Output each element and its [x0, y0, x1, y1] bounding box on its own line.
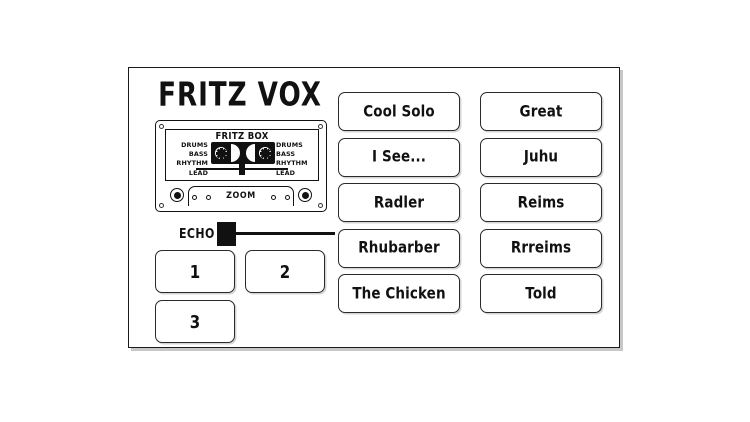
number-button-label: 1: [189, 260, 201, 283]
cassette-window: [211, 142, 275, 164]
zoom-label: ZOOM: [226, 190, 256, 201]
track-label-rhythm: RHYTHM: [176, 159, 208, 168]
phrase-button-label: Told: [525, 284, 557, 303]
app-window: FRITZ VOX FRITZ BOX DRUMS BASS RHYTHM LE…: [128, 67, 620, 348]
track-label-lead: LEAD: [188, 168, 208, 177]
cassette-notch: [188, 186, 294, 206]
number-button-3[interactable]: 3: [155, 300, 235, 343]
track-label-bass: BASS: [188, 150, 208, 159]
number-button-2[interactable]: 2: [245, 250, 325, 293]
tape-reel-left-icon: [231, 144, 240, 162]
phrase-button-great[interactable]: Great: [480, 92, 602, 131]
cassette-label-title: FRITZ BOX: [215, 131, 269, 143]
phrase-button-label: Radler: [373, 193, 425, 212]
phrase-button-juhu[interactable]: Juhu: [480, 137, 602, 177]
track-label-lead: LEAD: [276, 168, 296, 177]
cassette-pin-icon: [192, 195, 197, 200]
reel-hole-left-icon: [170, 188, 184, 202]
number-button-1[interactable]: 1: [155, 250, 235, 293]
track-label-drums: DRUMS: [276, 141, 303, 149]
screw-icon: [318, 203, 323, 208]
cassette-label: FRITZ BOX DRUMS BASS RHYTHM LEAD DRUMS B…: [165, 129, 319, 181]
cassette-pin-icon: [206, 195, 211, 200]
cassette-balance-slider[interactable]: [196, 164, 288, 175]
phrase-button-grid: Cool Solo Great I See... Juhu Radler Rei…: [338, 92, 602, 313]
track-label-bass: BASS: [276, 150, 296, 159]
cassette-pin-icon: [271, 195, 276, 200]
phrase-button-label: Reims: [517, 193, 565, 212]
screw-icon: [318, 124, 323, 129]
phrase-button-rhubarber[interactable]: Rhubarber: [338, 228, 460, 268]
track-label-drums: DRUMS: [181, 141, 208, 149]
page-title: FRITZ VOX: [158, 76, 322, 115]
left-control-panel: FRITZ VOX FRITZ BOX DRUMS BASS RHYTHM LE…: [151, 74, 341, 343]
echo-slider-track[interactable]: [219, 232, 335, 236]
echo-slider-handle[interactable]: [217, 222, 236, 246]
tape-reel-right-icon: [246, 144, 255, 162]
phrase-button-label: Great: [519, 102, 563, 121]
number-button-label: 3: [189, 310, 201, 333]
cassette-pin-icon: [285, 195, 290, 200]
phrase-button-label: Juhu: [523, 147, 559, 167]
phrase-button-label: The Chicken: [352, 284, 446, 303]
reel-hub-right-icon: [257, 145, 273, 161]
phrase-button-told[interactable]: Told: [480, 274, 602, 313]
echo-label: ECHO: [179, 226, 215, 242]
phrase-button-label: Cool Solo: [363, 102, 435, 121]
reel-hole-right-icon: [298, 188, 312, 202]
phrase-button-label: Rhubarber: [358, 238, 440, 258]
phrase-button-label: Rrreims: [510, 238, 572, 258]
cassette-body: FRITZ BOX DRUMS BASS RHYTHM LEAD DRUMS B…: [155, 120, 327, 212]
echo-slider-row: ECHO: [155, 221, 341, 247]
phrase-button-radler[interactable]: Radler: [338, 183, 460, 222]
track-label-rhythm: RHYTHM: [276, 159, 308, 168]
phrase-button-cool-solo[interactable]: Cool Solo: [338, 92, 460, 131]
cassette-bottom: ZOOM: [164, 184, 318, 208]
track-list-left: DRUMS BASS RHYTHM LEAD: [168, 141, 208, 178]
phrase-button-reims[interactable]: Reims: [480, 183, 602, 222]
cassette-graphic: FRITZ BOX DRUMS BASS RHYTHM LEAD DRUMS B…: [155, 120, 327, 212]
phrase-button-i-see[interactable]: I See...: [338, 137, 460, 177]
number-button-label: 2: [279, 260, 291, 283]
phrase-button-label: I See...: [372, 147, 426, 167]
phrase-button-the-chicken[interactable]: The Chicken: [338, 274, 460, 313]
screw-icon: [159, 124, 164, 129]
reel-hub-left-icon: [213, 145, 229, 161]
slider-handle[interactable]: [239, 164, 245, 175]
track-list-right: DRUMS BASS RHYTHM LEAD: [276, 141, 316, 178]
phrase-button-rrreims[interactable]: Rrreims: [480, 228, 602, 268]
screw-icon: [159, 203, 164, 208]
